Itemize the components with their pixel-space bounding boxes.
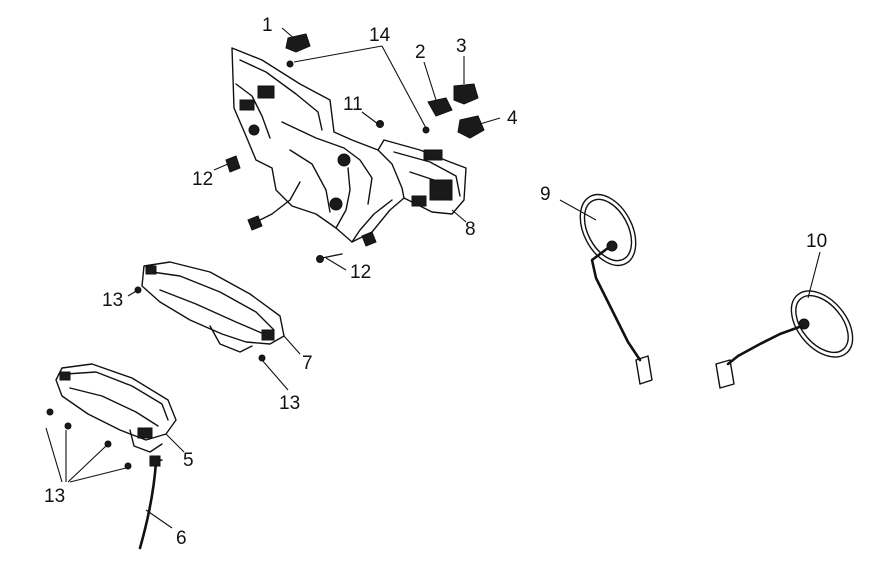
speedometer-cable-drawing <box>138 455 163 550</box>
part-label-13-meter-cover-lower: 13 <box>279 393 300 414</box>
part-label-12-upper: 12 <box>192 169 213 190</box>
part-label-13-speedometer: 13 <box>44 486 65 507</box>
speedometer-drawing <box>46 363 177 470</box>
leader-lines <box>45 27 821 529</box>
part-label-6: 6 <box>176 528 187 549</box>
part-label-12-lower: 12 <box>350 262 371 283</box>
handlebar-front-cover-drawing <box>225 33 485 263</box>
part-label-11: 11 <box>343 94 363 115</box>
meter-cover-drawing <box>134 261 285 362</box>
part-labels: 1 2 3 4 5 6 7 8 9 10 11 12 12 13 13 13 1… <box>44 15 827 549</box>
part-label-10: 10 <box>806 231 827 252</box>
part-label-2: 2 <box>415 42 426 63</box>
part-label-4: 4 <box>507 108 518 129</box>
right-mirror-drawing <box>715 290 854 389</box>
part-label-9: 9 <box>540 184 551 205</box>
part-label-1: 1 <box>262 15 273 36</box>
part-label-14: 14 <box>369 25 391 46</box>
part-label-3: 3 <box>456 36 467 57</box>
part-label-5: 5 <box>183 450 194 471</box>
part-label-8: 8 <box>465 219 476 240</box>
part-label-13-meter-cover: 13 <box>102 290 123 311</box>
part-label-7: 7 <box>302 353 313 374</box>
left-mirror-drawing <box>579 193 653 385</box>
